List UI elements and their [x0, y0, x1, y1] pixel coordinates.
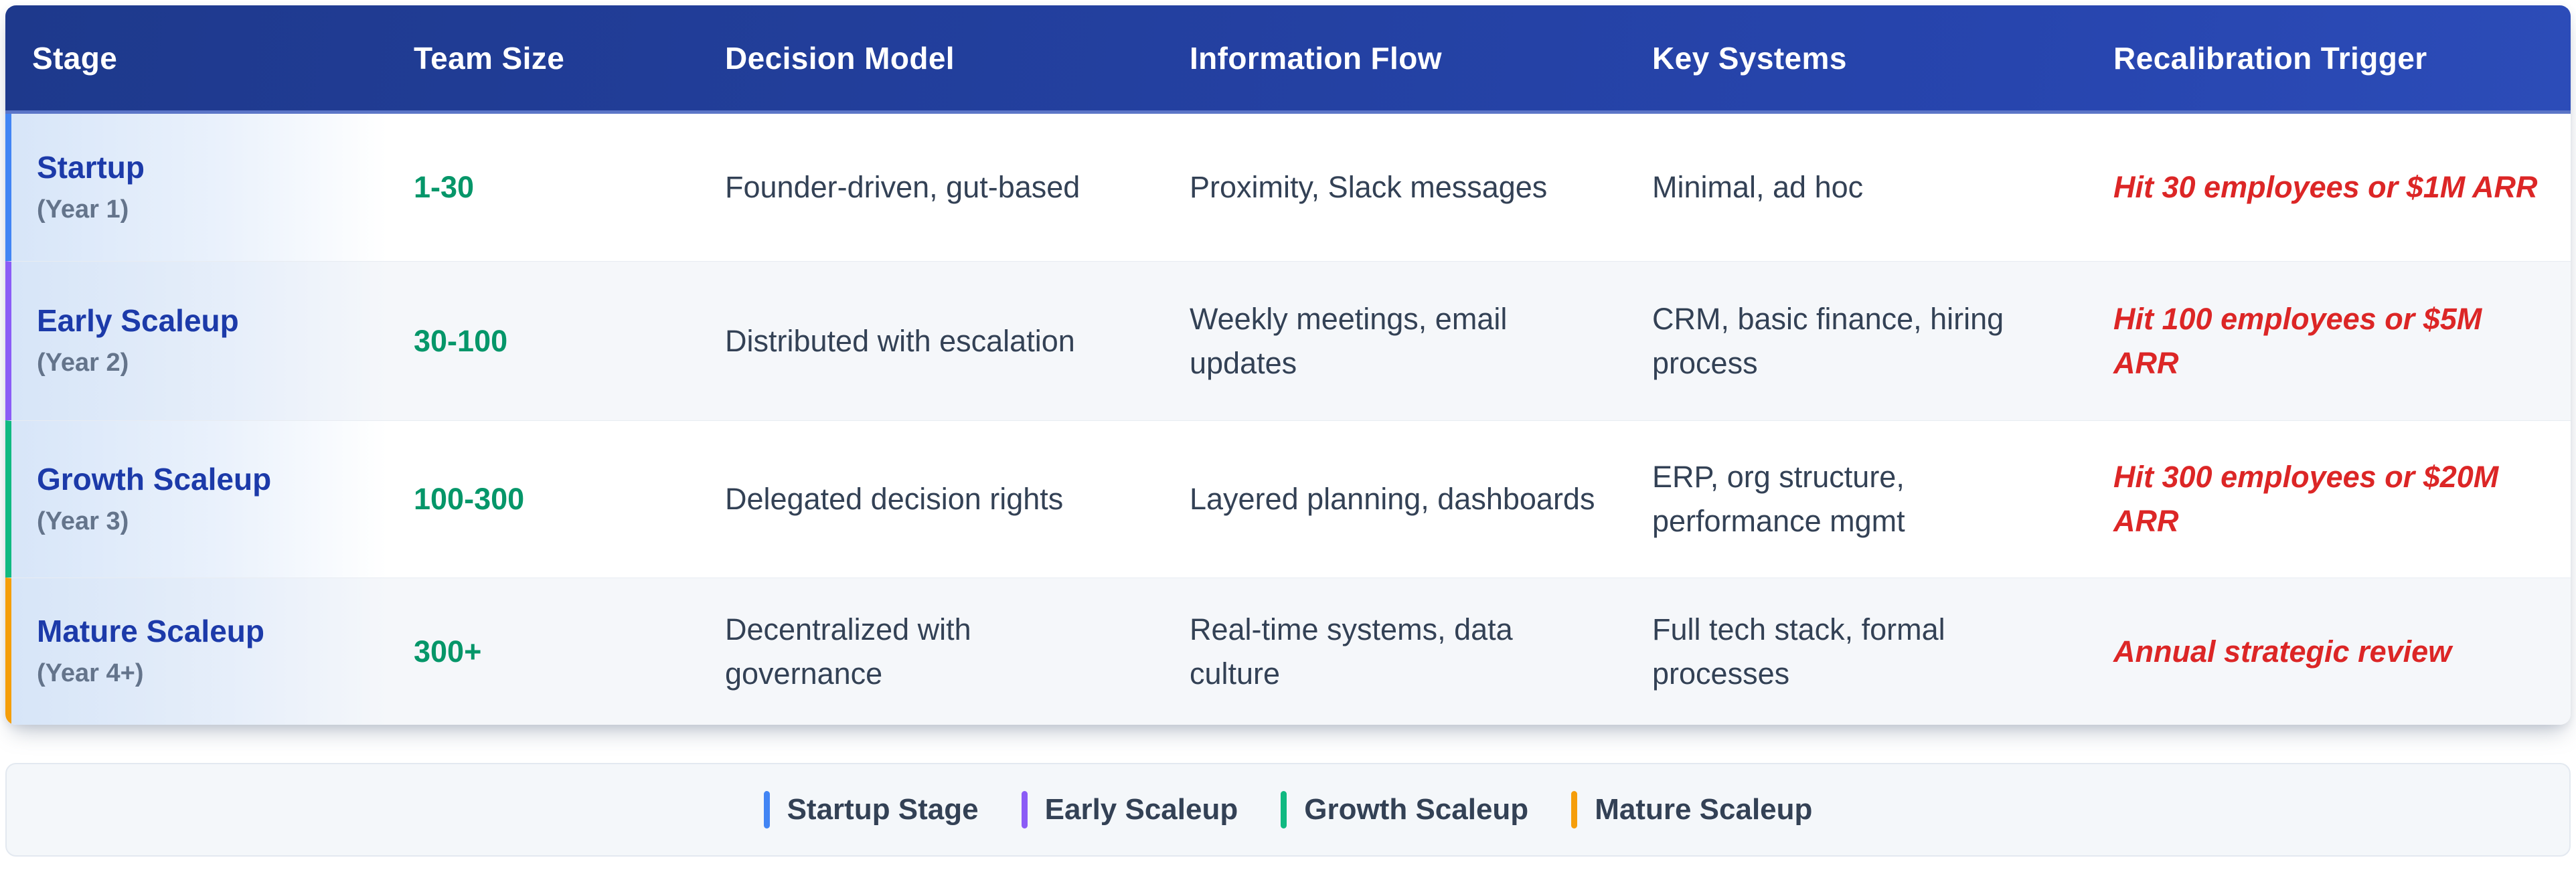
legend-item-startup: Startup Stage: [763, 791, 979, 828]
table-row-early-scaleup: Early Scaleup (Year 2) 30-100 Distribute…: [5, 261, 2571, 420]
legend-label: Startup Stage: [787, 793, 979, 826]
key-systems-cell: Full tech stack, formal processes: [1625, 578, 2087, 725]
stage-cell: Mature Scaleup (Year 4+): [5, 578, 387, 725]
information-flow-cell: Weekly meetings, email updates: [1163, 261, 1625, 420]
legend-bar: Startup Stage Early Scaleup Growth Scale…: [5, 763, 2571, 857]
legend-label: Growth Scaleup: [1304, 793, 1529, 826]
stage-name: Mature Scaleup: [37, 614, 264, 649]
column-header-decision-model: Decision Model: [698, 5, 1163, 114]
stage-cell: Growth Scaleup (Year 3): [5, 420, 387, 578]
table-row-startup: Startup (Year 1) 1-30 Founder-driven, gu…: [5, 114, 2571, 261]
stage-period: (Year 1): [37, 195, 129, 224]
column-header-stage: Stage: [5, 5, 387, 114]
legend-label: Mature Scaleup: [1595, 793, 1813, 826]
stage-period: (Year 4+): [37, 659, 144, 688]
column-header-key-systems: Key Systems: [1625, 5, 2087, 114]
recalibration-trigger-cell: Hit 300 employees or $20M ARR: [2087, 420, 2571, 578]
recalibration-trigger-cell: Annual strategic review: [2087, 578, 2571, 725]
recalibration-trigger-cell: Hit 100 employees or $5M ARR: [2087, 261, 2571, 420]
team-size-cell: 100-300: [387, 420, 698, 578]
team-size-cell: 1-30: [414, 170, 475, 204]
stage-cell: Startup (Year 1): [5, 114, 387, 261]
information-flow-cell: Proximity, Slack messages: [1190, 170, 1548, 204]
decision-model-cell: Founder-driven, gut-based: [725, 170, 1080, 204]
legend-label: Early Scaleup: [1044, 793, 1238, 826]
legend-item-growth-scaleup: Growth Scaleup: [1281, 791, 1528, 828]
legend-item-early-scaleup: Early Scaleup: [1021, 791, 1238, 828]
legend-item-mature-scaleup: Mature Scaleup: [1571, 791, 1812, 828]
legend-color-bar-mature-scaleup: [1571, 791, 1578, 828]
legend-color-bar-startup: [763, 791, 770, 828]
team-size-cell: 30-100: [387, 261, 698, 420]
decision-model-cell: Delegated decision rights: [698, 420, 1163, 578]
stage-name: Growth Scaleup: [37, 461, 272, 497]
decision-model-cell: Decentralized with governance: [698, 578, 1163, 725]
stage-name: Early Scaleup: [37, 303, 239, 339]
decision-model-cell: Distributed with escalation: [698, 261, 1163, 420]
stage-cell: Early Scaleup (Year 2): [5, 261, 387, 420]
stage-name: Startup: [37, 149, 145, 185]
column-header-information-flow: Information Flow: [1163, 5, 1625, 114]
team-size-cell: 300+: [387, 578, 698, 725]
stages-table-card: Stage Team Size Decision Model Informati…: [5, 5, 2571, 725]
scaleup-stages-table: Stage Team Size Decision Model Informati…: [5, 5, 2571, 725]
header-row: Stage Team Size Decision Model Informati…: [5, 5, 2571, 114]
table-row-growth-scaleup: Growth Scaleup (Year 3) 100-300 Delegate…: [5, 420, 2571, 578]
stage-period: (Year 3): [37, 507, 129, 535]
legend-color-bar-early-scaleup: [1021, 791, 1028, 828]
column-header-recalibration-trigger: Recalibration Trigger: [2087, 5, 2571, 114]
legend-color-bar-growth-scaleup: [1281, 791, 1287, 828]
recalibration-trigger-cell: Hit 30 employees or $1M ARR: [2113, 170, 2538, 204]
key-systems-cell: ERP, org structure, performance mgmt: [1625, 420, 2087, 578]
stage-period: (Year 2): [37, 349, 129, 377]
key-systems-cell: Minimal, ad hoc: [1652, 170, 1864, 204]
table-row-mature-scaleup: Mature Scaleup (Year 4+) 300+ Decentrali…: [5, 578, 2571, 725]
information-flow-cell: Layered planning, dashboards: [1163, 420, 1625, 578]
column-header-team-size: Team Size: [387, 5, 698, 114]
key-systems-cell: CRM, basic finance, hiring process: [1625, 261, 2087, 420]
information-flow-cell: Real-time systems, data culture: [1163, 578, 1625, 725]
